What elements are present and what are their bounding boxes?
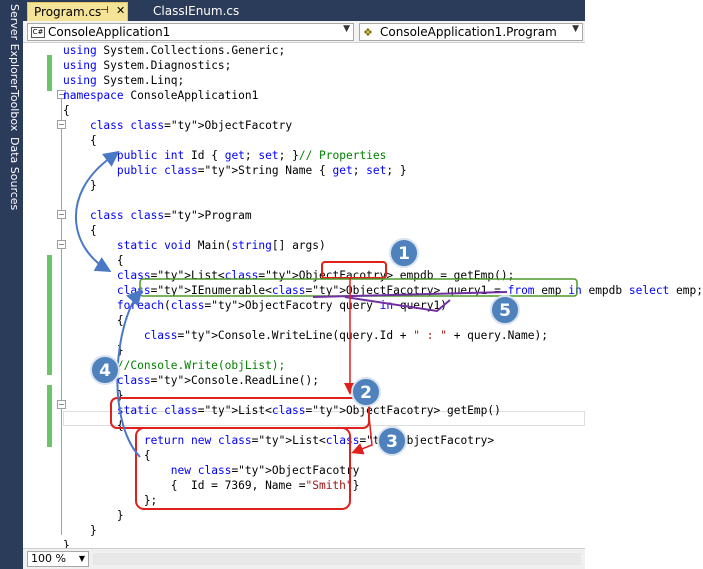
toolbox-tab[interactable]: Toolbox <box>8 90 21 132</box>
chevron-down-icon[interactable]: ▼ <box>572 24 579 34</box>
collapse-icon[interactable]: − <box>57 120 66 129</box>
code-line[interactable]: class class="ty">Program <box>89 209 252 222</box>
code-line[interactable]: } <box>63 344 124 357</box>
collapse-icon[interactable]: − <box>57 400 66 409</box>
collapse-icon[interactable]: − <box>57 240 66 249</box>
code-line[interactable]: return new class="ty">List<class="ty">Ob… <box>143 434 495 447</box>
code-line[interactable]: { Id = 7369, Name ="Smith"} <box>63 479 360 492</box>
code-line[interactable]: using System.Diagnostics; <box>63 59 232 72</box>
code-line[interactable]: using System.Collections.Generic; <box>63 44 286 57</box>
tab-program-cs[interactable]: Program.cs ⊣ ✕ <box>27 2 128 21</box>
navigation-bar: C# ConsoleApplication1 ▼ ❖ ConsoleApplic… <box>23 21 585 43</box>
code-line[interactable]: new class="ty">ObjectFacotry <box>170 464 360 477</box>
member-dropdown-value: ConsoleApplication1.Program <box>380 25 557 39</box>
class-icon: ❖ <box>363 26 373 39</box>
pin-icon[interactable]: ⊣ <box>100 5 109 16</box>
chevron-down-icon[interactable]: ▼ <box>343 24 350 34</box>
document-tab-bar: Program.cs ⊣ ✕ ClassIEnum.cs <box>23 0 585 21</box>
change-bar <box>47 385 52 447</box>
horizontal-scrollbar[interactable] <box>93 553 581 565</box>
close-icon[interactable]: ✕ <box>116 4 126 17</box>
code-line[interactable]: } <box>63 539 70 552</box>
code-line[interactable]: static void Main(string[] args) <box>116 239 326 252</box>
code-line[interactable]: { <box>63 134 97 147</box>
code-line[interactable]: } <box>63 509 124 522</box>
editor-status-bar: 100 % ▼ <box>23 548 585 569</box>
code-line[interactable]: //Console.Write(objList); <box>116 359 286 372</box>
code-line[interactable]: using System.Linq; <box>63 74 185 87</box>
collapse-icon[interactable]: − <box>57 210 66 219</box>
change-bar <box>47 55 52 91</box>
code-line[interactable]: public int Id { get; set; }// Properties <box>116 149 387 162</box>
code-line[interactable]: { <box>63 449 151 462</box>
tool-window-strip: Server Explorer Toolbox Data Sources <box>0 0 23 569</box>
data-sources-tab[interactable]: Data Sources <box>8 137 21 211</box>
code-line[interactable]: class="ty">Console.ReadLine(); <box>116 374 319 387</box>
tab-label: Program.cs <box>34 5 102 19</box>
code-line[interactable]: class="ty">IEnumerable<class="ty">Object… <box>116 284 703 297</box>
code-line[interactable]: { <box>63 254 124 267</box>
code-line[interactable]: class="ty">List<class="ty">ObjectFacotry… <box>116 269 515 282</box>
zoom-value: 100 % <box>31 552 66 565</box>
code-line[interactable]: static class="ty">List<class="ty">Object… <box>116 404 501 417</box>
outline-line <box>61 95 62 535</box>
change-bar <box>47 255 52 375</box>
member-dropdown[interactable]: ❖ ConsoleApplication1.Program ▼ <box>359 23 583 41</box>
tab-label: ClassIEnum.cs <box>153 4 240 18</box>
code-line[interactable]: { <box>63 419 124 432</box>
code-line[interactable]: } <box>63 524 97 537</box>
code-line[interactable]: { <box>63 314 124 327</box>
chevron-down-icon[interactable]: ▼ <box>78 554 85 563</box>
code-line[interactable]: { <box>63 104 70 117</box>
project-dropdown-value: ConsoleApplication1 <box>48 25 171 39</box>
code-line[interactable]: { <box>63 224 97 237</box>
code-line[interactable]: }; <box>63 494 158 507</box>
code-line[interactable]: foreach(class="ty">ObjectFacotry query i… <box>116 299 447 312</box>
code-editor[interactable]: − − − − − using System.Collections.Gener… <box>23 43 703 552</box>
code-line[interactable]: class="ty">Console.WriteLine(query.Id + … <box>143 329 548 342</box>
server-explorer-tab[interactable]: Server Explorer <box>8 4 21 90</box>
zoom-dropdown[interactable]: 100 % ▼ <box>27 551 89 567</box>
csharp-file-icon: C# <box>31 27 45 38</box>
code-line[interactable]: public class="ty">String Name { get; set… <box>116 164 407 177</box>
code-line[interactable]: } <box>63 389 124 402</box>
collapse-icon[interactable]: − <box>57 90 66 99</box>
project-dropdown[interactable]: C# ConsoleApplication1 ▼ <box>27 23 354 41</box>
code-line[interactable]: } <box>63 179 97 192</box>
code-line[interactable]: namespace ConsoleApplication1 <box>63 89 259 102</box>
code-line[interactable]: class class="ty">ObjectFacotry <box>89 119 293 132</box>
tab-classienum-cs[interactable]: ClassIEnum.cs <box>147 2 247 21</box>
